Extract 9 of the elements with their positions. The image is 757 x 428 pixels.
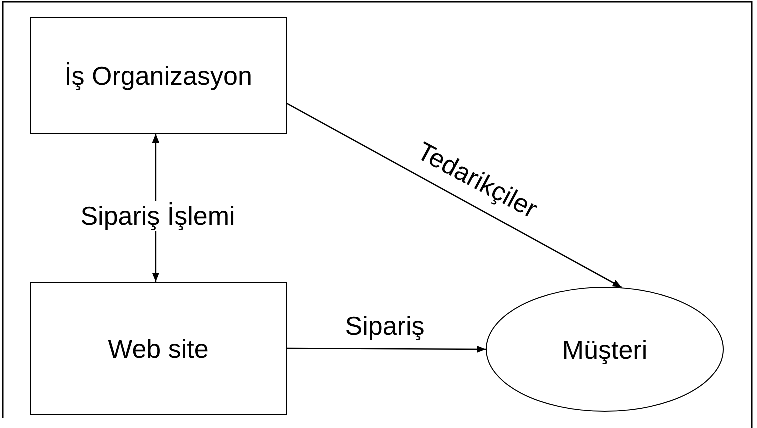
node-label: İş Organizasyon: [64, 60, 252, 92]
edge-label: Sipariş: [344, 311, 426, 341]
ellipse-node: [486, 287, 724, 412]
node-label: Müşteri: [562, 334, 648, 366]
process-box: [30, 17, 287, 134]
arrow: [287, 346, 486, 354]
process-box: [30, 282, 287, 415]
arrow: [286, 103, 622, 288]
node-label: Web site: [108, 332, 209, 366]
